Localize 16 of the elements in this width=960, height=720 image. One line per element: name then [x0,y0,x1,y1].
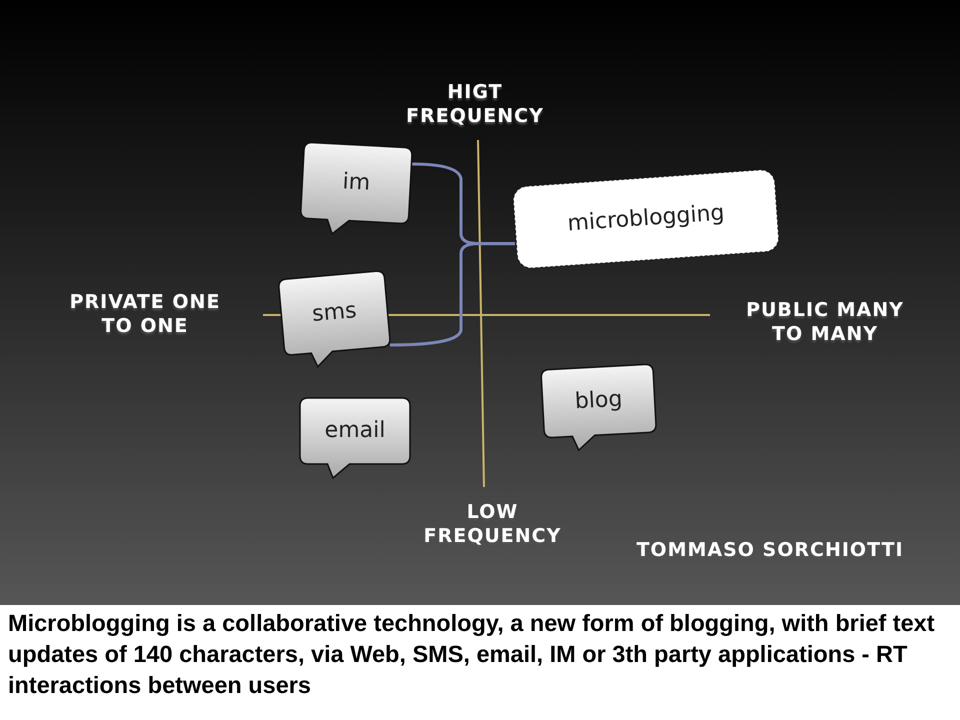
node-label: sms [310,296,358,329]
axis-label: LOW FREQUENCY [422,500,562,548]
speech-bubble [278,270,392,370]
caption: Microblogging is a collaborative technology, a new form of blogging, with brief text updates of 140 characters, via Web, SMS, email, IM or 3th party applications - RT interactions between users [8,609,936,700]
speech-bubble [540,364,658,452]
speech-bubble [300,398,410,478]
node-label: microblogging [566,199,726,238]
axis-label: HIGT FREQUENCY [405,80,545,128]
bracket-connector [390,242,515,346]
node-label: im [341,168,372,198]
author-name: TOMMASO SORCHIOTTI [635,538,905,562]
node-label: blog [573,385,624,416]
speech-bubble [300,142,412,238]
axis-label: PRIVATE ONE TO ONE [68,290,222,338]
node-label: email [324,416,386,445]
axis-label: PUBLIC MANY TO MANY [745,298,905,346]
